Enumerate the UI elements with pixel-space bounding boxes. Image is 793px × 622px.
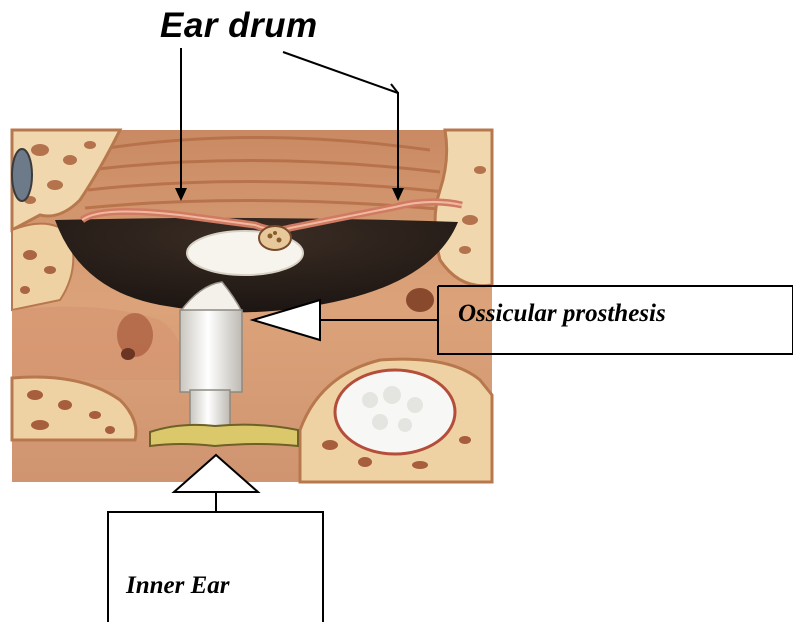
inner-ear-cochlea	[335, 370, 455, 454]
round-window	[117, 313, 153, 357]
ossicular-prosthesis-label: Ossicular prosthesis	[458, 300, 666, 328]
vessel-left	[12, 149, 32, 201]
stapes-footplate	[150, 425, 298, 446]
ossicular-prosthesis-piston	[180, 310, 242, 392]
malleus-remnant	[259, 226, 291, 250]
inner-ear-label: Inner Ear	[126, 572, 230, 600]
ear-drum-label: Ear drum	[160, 6, 318, 46]
anatomy-illustration	[12, 130, 492, 482]
